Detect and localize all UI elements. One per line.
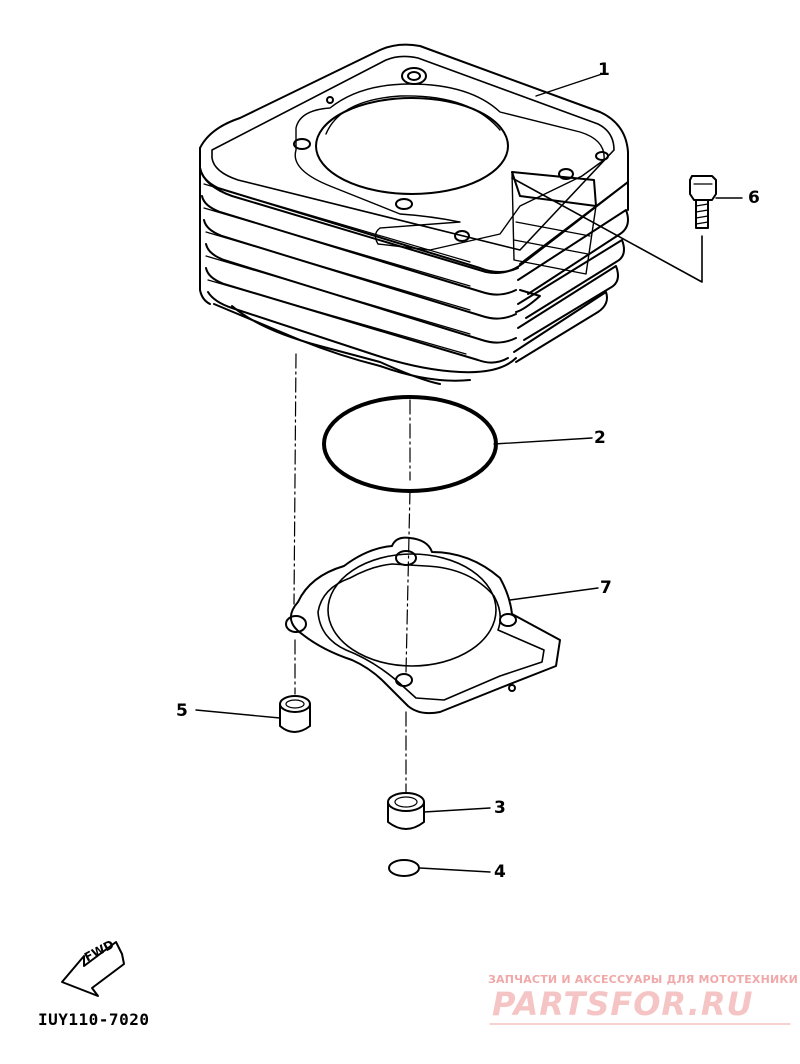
alignment-lines [293,353,411,793]
watermark-tagline: ЗАПЧАСТИ И АКСЕССУАРЫ ДЛЯ МОТОТЕХНИКИ [488,973,798,986]
watermark-brand: PARTSFOR.RU [492,985,754,1023]
dowel-pin [279,695,311,733]
o-ring-small [388,859,420,877]
cylinder-block [199,43,629,385]
callout-4: 4 [494,862,506,882]
callout-6: 6 [748,188,760,208]
leader-lines [195,73,743,873]
callout-7: 7 [600,578,612,598]
dowel-pin-small [387,792,425,830]
callout-3: 3 [494,798,506,818]
fwd-arrow-icon [61,941,125,997]
cylinder-gasket [285,536,561,715]
diagram-code: IUY110-7020 [38,1010,150,1029]
callout-5: 5 [176,701,188,721]
callout-1: 1 [598,60,610,80]
bolt-leader-line [511,177,703,283]
bolt [689,175,717,229]
callout-2: 2 [594,428,606,448]
